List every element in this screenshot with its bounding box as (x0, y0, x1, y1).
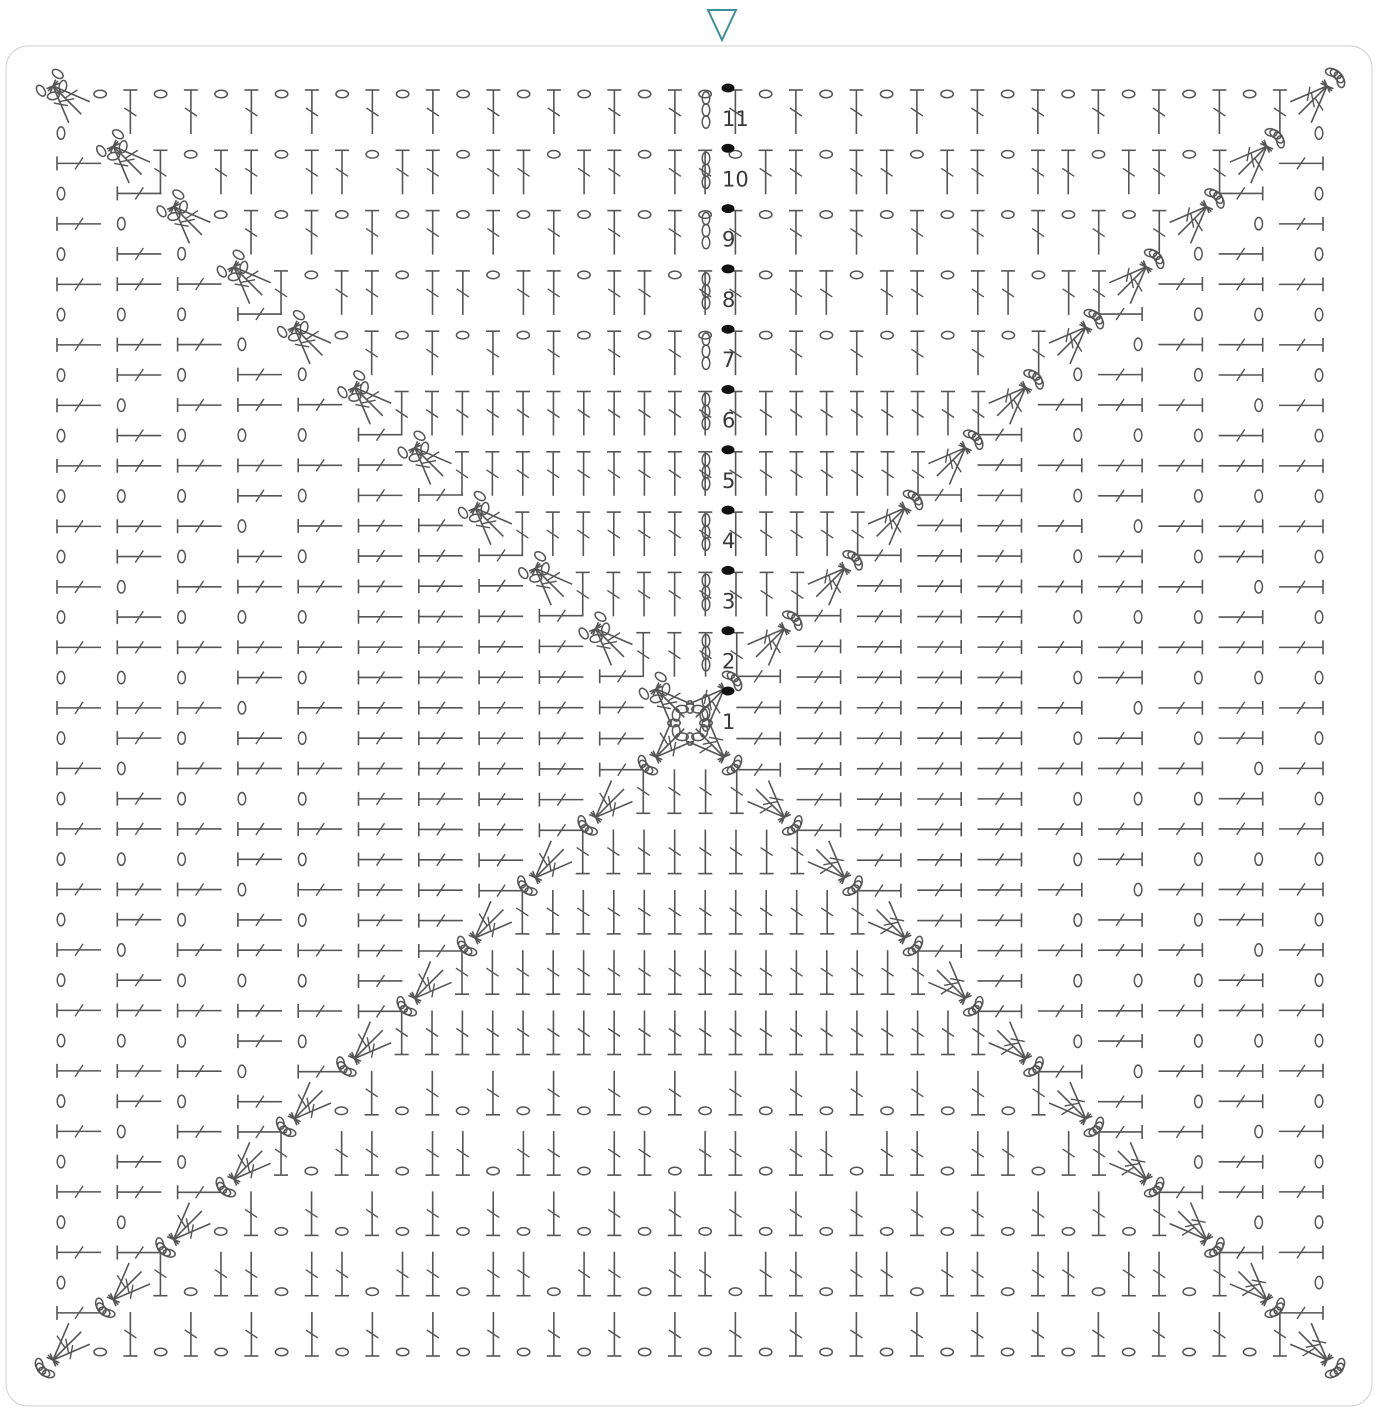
slip-stitch-dot (722, 566, 735, 575)
round-5-label: 5 (722, 469, 735, 493)
round-8-label: 8 (722, 288, 735, 312)
slip-stitch-dot (722, 506, 735, 515)
round-4-label: 4 (722, 529, 735, 553)
round-3-label: 3 (722, 589, 735, 613)
round-6-label: 6 (722, 409, 735, 433)
slip-stitch-dot (722, 626, 735, 635)
slip-stitch-dot (722, 385, 735, 394)
slip-stitch-dot (722, 84, 735, 93)
round-9-label: 9 (722, 228, 735, 252)
round-10-label: 10 (722, 167, 749, 191)
slip-stitch-dot (722, 687, 735, 696)
round-7-label: 7 (722, 348, 735, 372)
slip-stitch-dot (722, 445, 735, 454)
slip-stitch-dot (722, 144, 735, 153)
round-11-label: 11 (722, 107, 749, 131)
round-1-label: 1 (722, 710, 735, 734)
slip-stitch-dot (722, 204, 735, 213)
slip-stitch-dot (722, 325, 735, 334)
round-2-label: 2 (722, 650, 735, 674)
slip-stitch-dot (722, 264, 735, 273)
